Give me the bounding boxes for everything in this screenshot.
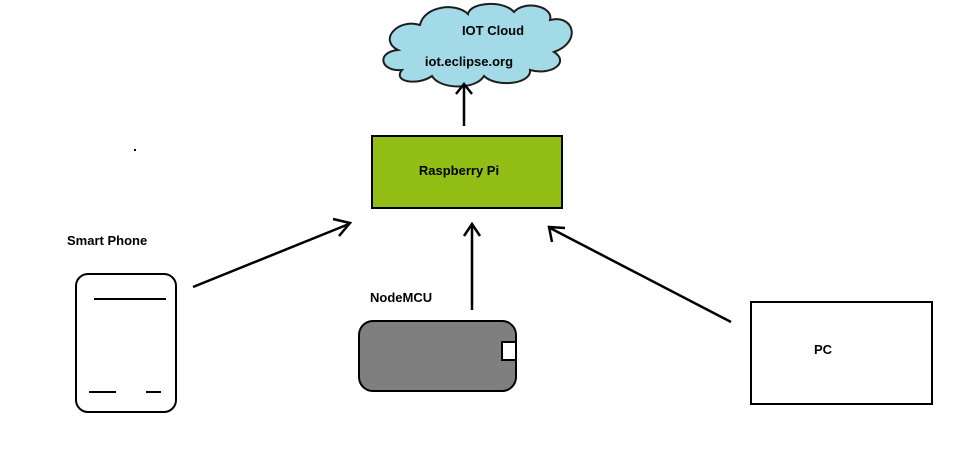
pc-node: PC	[750, 301, 933, 405]
cloud-url: iot.eclipse.org	[425, 54, 513, 69]
pc-label: PC	[814, 342, 833, 357]
raspberry-pi-box	[371, 135, 563, 209]
stray-dot	[134, 149, 136, 151]
arrow-phone-to-pi	[192, 217, 353, 289]
nodemcu-body	[358, 320, 517, 392]
cloud-shape	[382, 3, 573, 88]
smart-phone-body	[75, 273, 177, 413]
arrow-pc-to-pi	[547, 225, 732, 324]
smart-phone-label: Smart Phone	[67, 233, 148, 248]
nodemcu-node	[358, 320, 517, 392]
nodemcu-label: NodeMCU	[370, 290, 433, 305]
pc-box	[750, 301, 933, 405]
raspberry-pi-label: Raspberry Pi	[419, 163, 499, 178]
raspberry-pi-node: Raspberry Pi	[371, 135, 563, 209]
cloud-title: IOT Cloud	[462, 23, 524, 38]
nodemcu-port	[501, 341, 517, 361]
arrow-pi-to-cloud	[455, 81, 473, 126]
arrow-nodemcu-to-pi	[462, 221, 482, 310]
smart-phone-node	[75, 273, 177, 413]
iot-cloud: IOT Cloud iot.eclipse.org	[382, 3, 573, 88]
